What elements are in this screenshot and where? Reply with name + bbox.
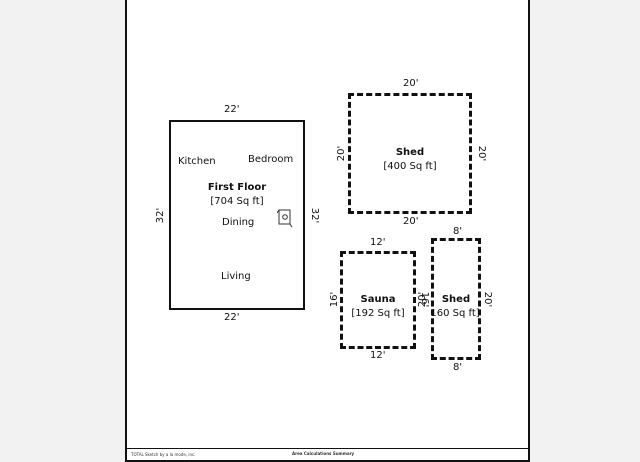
shed-large-top-dimension: 20' bbox=[403, 78, 419, 89]
room-label-kitchen: Kitchen bbox=[178, 156, 216, 167]
shed-large-title: Shed bbox=[395, 147, 425, 158]
room-label-bedroom: Bedroom bbox=[248, 154, 294, 165]
fireplace-icon bbox=[277, 209, 293, 228]
sauna-area: [192 Sq ft] bbox=[351, 308, 405, 319]
sauna-outline bbox=[340, 251, 416, 349]
shed-large-outline bbox=[348, 93, 472, 214]
sauna-left-dimension: 16' bbox=[329, 291, 341, 308]
shed-small-right-dimension: 20' bbox=[482, 291, 494, 308]
shed-large-right-dimension: 20' bbox=[476, 145, 488, 162]
shed-small-area: 160 Sq ft] bbox=[430, 308, 480, 319]
first-floor-area: [704 Sq ft] bbox=[210, 196, 264, 207]
footer-summary-title: Area Calculations Summary bbox=[292, 451, 355, 456]
sauna-title: Sauna bbox=[360, 294, 396, 305]
first-floor-right-dimension: 32' bbox=[309, 207, 321, 224]
room-label-dining: Dining bbox=[222, 217, 255, 228]
first-floor-title: First Floor bbox=[207, 182, 267, 193]
footer-divider bbox=[127, 448, 528, 449]
sauna-bottom-dimension: 12' bbox=[370, 350, 386, 361]
first-floor-top-dimension: 22' bbox=[224, 104, 240, 115]
shed-small-outline bbox=[431, 238, 481, 360]
shed-large-area: [400 Sq ft] bbox=[383, 161, 437, 172]
first-floor-bottom-dimension: 22' bbox=[224, 312, 240, 323]
sauna-top-dimension: 12' bbox=[370, 237, 386, 248]
room-label-living: Living bbox=[221, 271, 251, 282]
first-floor-outline bbox=[169, 120, 305, 310]
shed-small-top-dimension: 8' bbox=[453, 226, 463, 237]
shed-small-bottom-dimension: 8' bbox=[453, 362, 463, 373]
shed-small-left-dimension: 20' bbox=[417, 291, 429, 308]
footer-credit: TOTAL Sketch by a la mode, inc. bbox=[131, 452, 196, 457]
shed-large-bottom-dimension: 20' bbox=[403, 216, 419, 227]
floor-plan-sheet: 22' 32' 32' 22' Kitchen Bedroom First Fl… bbox=[125, 0, 530, 462]
first-floor-left-dimension: 32' bbox=[155, 207, 167, 224]
shed-small-title: Shed bbox=[441, 294, 471, 305]
shed-large-left-dimension: 20' bbox=[336, 145, 348, 162]
